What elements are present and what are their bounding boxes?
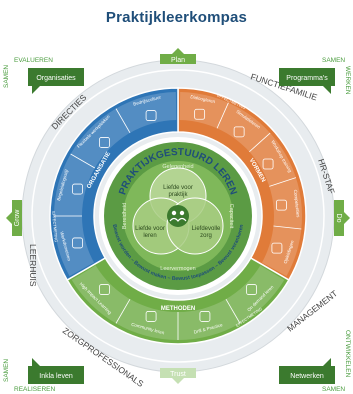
segment-item-icon <box>199 311 211 322</box>
segment-item-icon <box>276 199 287 211</box>
svg-text:Grow: Grow <box>14 209 21 227</box>
corner-br-word2: ONTWIKKELEN <box>344 330 351 378</box>
petal-left-label-2: leren <box>143 233 156 239</box>
segment-divider <box>269 177 297 187</box>
petal-right-label-1: Liefdevolle <box>192 226 221 232</box>
segment-item-label: Dialoogleren <box>190 94 216 104</box>
segment-band-orange <box>179 92 303 277</box>
segment-item-icon <box>262 158 274 170</box>
corner-box-netwerken: Netwerken <box>279 358 335 384</box>
page-title: Praktijkleerkompas <box>105 9 248 26</box>
segment-item-icon <box>72 183 83 195</box>
svg-text:Netwerken: Netwerken <box>290 373 324 380</box>
segment-band-green <box>71 265 285 340</box>
corner-bl-word2: REALISEREN <box>14 386 55 393</box>
segment-blue <box>49 87 179 282</box>
segment-divider <box>249 132 271 153</box>
segment-divider <box>115 108 131 134</box>
ring-word-bottom: Leervermogen <box>160 266 195 272</box>
svg-text:Plan: Plan <box>171 57 185 64</box>
segment-divider <box>216 102 229 129</box>
segment-item-icon <box>246 284 257 295</box>
outer-ring-line <box>31 69 325 363</box>
compass-bottom: Trust <box>160 368 196 384</box>
ring-word-top: Gelegenheid <box>162 164 193 170</box>
effectmeting-label: EFFECTMETING <box>51 211 59 242</box>
segment-orange <box>177 87 307 282</box>
svg-text:Organisaties: Organisaties <box>36 75 76 82</box>
corner-box-programmas: Programma's <box>279 68 335 94</box>
corner-tl-word1: EVALUEREN <box>14 57 53 64</box>
corner-box-organisaties: Organisaties <box>28 68 84 94</box>
compass-top: Plan <box>160 48 196 64</box>
compass-left: Grow <box>6 200 22 236</box>
segment-item-icon <box>99 137 110 148</box>
corner-bl-word1: SAMEN <box>3 359 10 382</box>
svg-text:Inkla leven: Inkla leven <box>39 373 73 380</box>
corner-br-word1: SAMEN <box>322 386 345 393</box>
segment-divider <box>115 298 131 324</box>
ring-word-right: Capaciteit <box>228 204 234 229</box>
segment-title-green: METHODEN <box>161 306 195 312</box>
segment-divider <box>70 153 96 169</box>
segment-item-icon <box>145 110 157 121</box>
segment-divider <box>273 225 302 230</box>
segment-item-icon <box>194 108 206 120</box>
corner-box-inkla-leven: Inkla leven <box>28 358 84 384</box>
segment-divider <box>225 298 241 324</box>
segment-item-icon <box>233 126 245 138</box>
petal-top-label-1: Liefde voor <box>163 185 193 191</box>
segment-item-icon <box>145 311 157 322</box>
svg-text:Do: Do <box>335 214 342 223</box>
corner-tr-word2: WERKEN <box>344 66 351 95</box>
people-center-icon <box>167 205 189 227</box>
petal-right-label-2: zorg <box>200 233 212 239</box>
outer-label-leerhuis: LEERHUIS <box>28 244 38 287</box>
segment-green <box>66 256 290 345</box>
svg-text:Programma's: Programma's <box>286 75 328 82</box>
compass-right: Do <box>334 200 350 236</box>
petal-top-label-2: praktijk <box>168 192 188 198</box>
ring-word-left: Bereidheid <box>122 203 128 229</box>
segment-item-icon <box>72 237 83 249</box>
segment-item-icon <box>271 242 283 254</box>
svg-text:Trust: Trust <box>170 371 186 378</box>
petal-left-label-1: Liefde voor <box>135 226 165 232</box>
segment-item-icon <box>99 284 110 295</box>
corner-tl-word2: SAMEN <box>3 65 10 88</box>
segment-item-label: Competenties <box>293 189 301 218</box>
segment-band-blue <box>53 92 177 277</box>
corner-tr-word1: SAMEN <box>322 57 345 64</box>
